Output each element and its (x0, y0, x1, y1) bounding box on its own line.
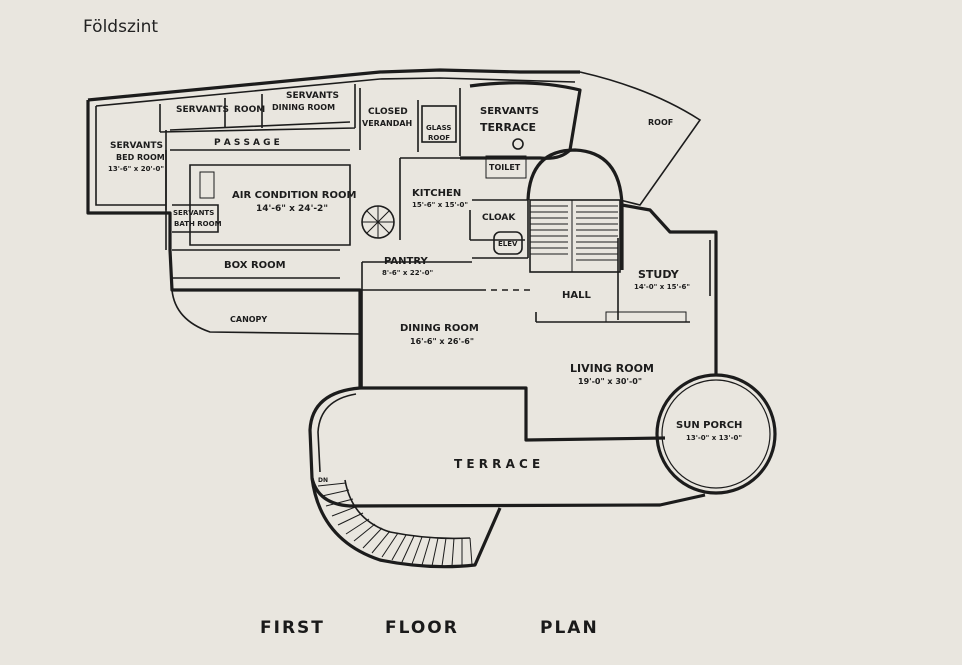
label-kitchen: KITCHEN (412, 188, 461, 199)
stair-dome (526, 148, 624, 270)
outer-wall-east (621, 203, 718, 376)
label-hall: HALL (562, 290, 591, 301)
verandah-walls (359, 88, 461, 156)
label-box-room: BOX ROOM (224, 260, 286, 271)
outer-wall-top (87, 68, 580, 102)
label-servants-bed-room-1: SERVANTS (110, 141, 163, 151)
bathtub (199, 171, 215, 199)
spiral-stair-treads (362, 206, 394, 238)
outer-wall-north (86, 100, 362, 388)
dn-stair-outer (310, 477, 502, 569)
label-sun-porch: SUN PORCH (676, 420, 742, 431)
terrace-outline (308, 386, 706, 508)
label-servants-dining-1: SERVANTS (286, 91, 339, 101)
sun-porch-outer (655, 373, 777, 495)
glass-roof-box (421, 105, 457, 143)
label-canopy: CANOPY (230, 315, 267, 324)
label-servants-terrace-1: SERVANTS (480, 106, 539, 117)
living-room-south-wall (520, 386, 666, 442)
label-closed-verandah-1: CLOSED (368, 107, 408, 117)
dim-pantry: 8'-6" x 22'-0" (382, 269, 433, 277)
toilet-box (485, 155, 527, 179)
label-closed-verandah-2: VERANDAH (362, 119, 412, 128)
page-heading: Földszint (83, 17, 159, 37)
top-wall-inner (95, 77, 576, 107)
caption-plan: PLAN (540, 618, 599, 638)
label-servants-terrace-2: TERRACE (480, 121, 536, 134)
toilet-fixture (512, 138, 524, 150)
caption-floor: FLOOR (385, 618, 459, 638)
label-air-condition-room: AIR CONDITION ROOM (232, 190, 356, 201)
label-passage: P A S S A G E (214, 138, 280, 148)
label-glass-roof-1: GLASS (426, 124, 451, 132)
dn-stair-inner (344, 479, 471, 540)
dim-kitchen: 15'-6" x 15'-0" (412, 201, 468, 209)
dim-sun-porch: 13'-0" x 13'-0" (686, 434, 742, 442)
label-servants-dining-2: DINING ROOM (272, 103, 335, 112)
label-pantry: PANTRY (384, 256, 428, 267)
kitchen-walls (399, 157, 525, 241)
caption-first: FIRST (260, 618, 325, 638)
main-stair-treads (530, 200, 618, 272)
label-servants: SERVANTS (176, 105, 229, 115)
hall-console (605, 311, 687, 323)
label-glass-roof-2: ROOF (428, 134, 450, 142)
servants-terrace-wall (460, 81, 582, 160)
label-servants-bed-room-2: BED ROOM (116, 153, 165, 162)
bath-room-walls (172, 204, 219, 233)
pantry-walls (361, 261, 480, 291)
servants-rooms-dividers (159, 84, 356, 133)
dim-dining-room: 16'-6" x 26'-6" (410, 337, 474, 346)
sun-porch-inner (661, 379, 771, 489)
label-elev: ELEV (498, 240, 518, 248)
label-terrace: T E R R A C E (454, 457, 540, 471)
label-dn: DN (318, 477, 328, 484)
roof-outline (579, 71, 702, 206)
label-room: ROOM (234, 105, 265, 115)
box-room-walls (172, 249, 340, 279)
label-living-room: LIVING ROOM (570, 362, 654, 375)
label-dining-room: DINING ROOM (400, 323, 479, 334)
dim-air-condition-room: 14'-6" x 24'-2" (256, 204, 328, 214)
dim-servants-bed-room: 13'-6" x 20'-0" (108, 165, 164, 173)
dim-study: 14'-0" x 15'-6" (634, 283, 690, 291)
label-cloak: CLOAK (482, 213, 516, 223)
dn-stair-treads (317, 482, 473, 567)
dim-living-room: 19'-0" x 30'-0" (578, 377, 642, 386)
terrace-inner-line (317, 393, 357, 473)
label-servants-bath-1: SERVANTS (173, 209, 214, 217)
label-roof: ROOF (648, 118, 673, 127)
air-condition-room-walls (189, 164, 351, 246)
label-study: STUDY (638, 268, 680, 281)
elevator-box (493, 231, 523, 255)
cloak-walls (472, 199, 529, 259)
label-servants-bath-2: BATH ROOM (174, 220, 222, 228)
servants-bed-room-walls (95, 106, 167, 210)
canopy-outline (171, 289, 361, 335)
label-toilet: TOILET (489, 163, 521, 172)
